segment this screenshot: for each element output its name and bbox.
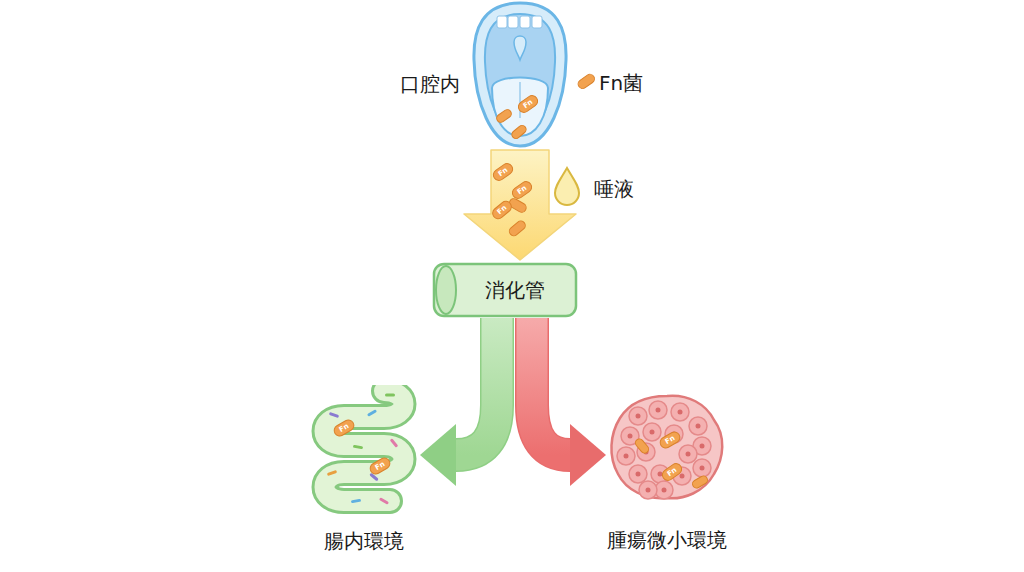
tumor-cell xyxy=(693,459,711,477)
tube-end xyxy=(436,266,456,314)
bacteria-tag: Fn xyxy=(510,179,535,201)
tumor-cell xyxy=(629,407,647,425)
arrow-outline xyxy=(532,318,570,455)
saliva-drop xyxy=(555,168,579,205)
cell-nucleus xyxy=(646,488,651,493)
bacteria-tag: Fn xyxy=(491,161,516,183)
arrow-head xyxy=(570,424,606,486)
cell-nucleus xyxy=(636,414,641,419)
gut-microbe xyxy=(390,438,399,448)
flow-arrow xyxy=(532,318,606,486)
intestine-illustration xyxy=(310,385,418,520)
tooth xyxy=(508,16,518,28)
flow-arrow xyxy=(464,150,576,260)
gut-microbe xyxy=(353,445,363,450)
tooth xyxy=(520,16,530,28)
mouth-outline xyxy=(474,3,566,146)
tooth xyxy=(497,16,507,28)
edge-label: 唾液 xyxy=(594,177,634,201)
cell-nucleus xyxy=(686,452,691,457)
node-label: 消化管 xyxy=(452,278,578,302)
gut-microbe xyxy=(385,394,395,397)
bacteria-tag: Fn xyxy=(490,198,515,221)
gut-microbe xyxy=(367,409,377,417)
intestine-node: 腸内環境 xyxy=(310,385,418,520)
node-label: 腸内環境 xyxy=(290,529,438,553)
arrow-head xyxy=(420,424,456,486)
arrow-body xyxy=(456,318,497,455)
intestine-lumen xyxy=(325,391,404,501)
mouth-illustration xyxy=(470,0,570,150)
tooth xyxy=(532,16,542,28)
gut-microbe xyxy=(351,499,361,504)
intestine-wall xyxy=(325,391,404,501)
tube-node: 消化管 xyxy=(432,262,578,318)
gut-microbe xyxy=(327,470,337,476)
tumor-cell xyxy=(689,417,707,435)
uvula xyxy=(514,36,526,60)
flow-arrow xyxy=(420,318,497,486)
cell-nucleus xyxy=(700,466,705,471)
tumor-cell xyxy=(649,401,667,419)
tumor-cell xyxy=(643,423,661,441)
cell-nucleus xyxy=(650,430,655,435)
tumor-cell xyxy=(679,445,697,463)
cell-nucleus xyxy=(662,488,667,493)
bacteria-icon xyxy=(495,108,513,124)
bacteria-icon xyxy=(508,219,528,237)
mouth-node: 口腔内 xyxy=(470,0,570,150)
arrow-body xyxy=(464,150,576,260)
cell-nucleus xyxy=(624,454,629,459)
gut-microbe xyxy=(329,412,339,418)
arrow-body xyxy=(532,318,570,455)
bacteria-icon xyxy=(634,437,650,454)
bacteria-icon xyxy=(691,475,709,490)
cell-nucleus xyxy=(636,472,641,477)
cell-nucleus xyxy=(628,434,633,439)
node-label: 口腔内 xyxy=(360,72,460,96)
bacteria-icon xyxy=(576,73,596,91)
tumor-outline xyxy=(611,396,722,499)
bacteria-icon xyxy=(510,124,527,140)
tumor-cell xyxy=(639,481,657,499)
legend-label: Fn菌 xyxy=(599,71,643,95)
cell-nucleus xyxy=(656,408,661,413)
tumor-cell xyxy=(617,447,635,465)
cell-nucleus xyxy=(680,474,685,479)
gut-microbe xyxy=(379,497,389,505)
cell-nucleus xyxy=(700,444,705,449)
cell-nucleus xyxy=(678,410,683,415)
arrow-outline xyxy=(456,318,497,455)
tumor-cell xyxy=(671,403,689,421)
node-label: 腫瘍微小環境 xyxy=(578,528,756,552)
cell-nucleus xyxy=(696,424,701,429)
tumor-cell xyxy=(629,465,647,483)
